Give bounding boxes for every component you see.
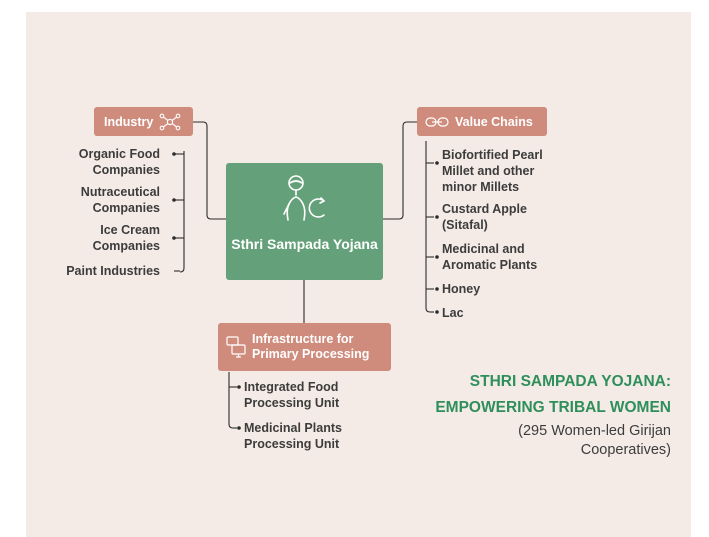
industry-item-paint: Paint Industries — [66, 264, 160, 278]
infrastructure-label: Infrastructure for Primary Processing — [252, 332, 370, 361]
link-icon — [425, 116, 449, 127]
computer-monitor-icon — [226, 336, 246, 358]
industry-item-nutraceutical: Nutraceutical Companies — [80, 185, 160, 215]
heading-title-line1: STHRI SAMPADA YOJANA: — [469, 373, 671, 390]
heading-subtitle-line2: Cooperatives) — [580, 442, 671, 458]
industry-bracket-line — [179, 151, 185, 273]
heading-title-line2: EMPOWERING TRIBAL WOMEN — [435, 399, 671, 416]
industry-box: Industry — [94, 107, 193, 136]
infra-item-food-processing: Integrated Food Processing Unit — [244, 380, 340, 410]
valuechains-to-center-line — [383, 121, 417, 220]
person-cycle-icon — [283, 175, 325, 221]
valuechains-bracket-line — [425, 141, 431, 313]
vc-item-custard-apple: Custard Apple (Sitafal) — [442, 202, 527, 232]
infra-item-medicinal-processing: Medicinal Plants Processing Unit — [244, 421, 342, 451]
industry-label: Industry — [104, 114, 154, 129]
vc-item-lac: Lac — [442, 306, 464, 320]
value-chains-label: Value Chains — [455, 114, 533, 129]
vc-item-millets: Biofortified Pearl Millet and other mino… — [442, 148, 543, 194]
infrastructure-box: Infrastructure for Primary Processing — [218, 323, 391, 371]
industry-item-ice-cream: Ice Cream Companies — [92, 223, 160, 253]
center-scheme-box: Sthri Sampada Yojana — [226, 163, 383, 280]
industry-to-center-line — [193, 121, 226, 220]
infra-bracket-line — [228, 372, 234, 429]
vc-item-honey: Honey — [442, 282, 481, 296]
center-title: Sthri Sampada Yojana — [231, 236, 378, 252]
heading-subtitle-line1: (295 Women-led Girijan — [518, 423, 671, 439]
network-icon — [159, 113, 181, 130]
industry-item-organic-food: Organic Food Companies — [78, 147, 160, 177]
vc-item-medicinal-plants: Medicinal and Aromatic Plants — [442, 242, 538, 272]
value-chains-box: Value Chains — [417, 107, 547, 136]
